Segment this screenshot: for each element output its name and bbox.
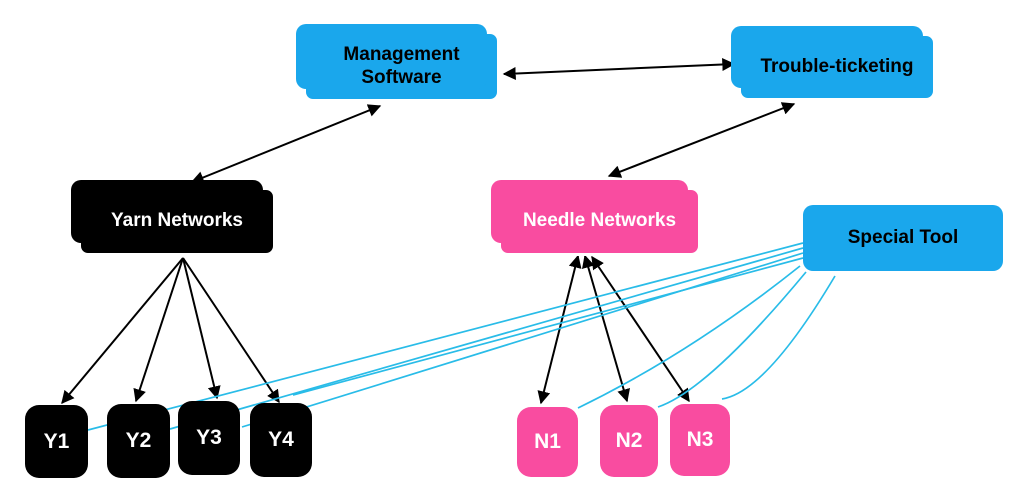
link-special-y3 [241,252,804,428]
node-special-tool: Special Tool [803,205,1003,271]
link-special-n2 [657,271,807,408]
node-trouble-ticketing-label: Trouble-ticketing [760,55,914,77]
node-n2: N2 [600,405,658,477]
edge-trouble-needle [607,102,796,178]
node-management-software: Management Software [296,24,500,102]
edge-management-trouble [502,58,736,80]
link-special-n1 [577,265,801,409]
node-y1-label: Y1 [43,429,70,453]
node-n1: N1 [517,407,578,477]
node-n1-label: N1 [534,430,561,454]
node-n2-label: N2 [615,429,643,453]
node-y4: Y4 [250,403,312,477]
node-n3: N3 [670,404,730,476]
link-special-y1 [87,242,804,431]
node-yarn-networks: Yarn Networks [71,180,276,256]
edge-needle-n3 [591,255,690,403]
link-special-y4 [292,257,804,396]
edge-yarn-y1 [61,257,184,404]
black-arrows-group [61,58,796,405]
node-management-software-label: Management Software [343,43,460,88]
cyan-links-group [87,242,836,431]
node-y3-label: Y3 [196,426,222,450]
node-y2: Y2 [107,404,170,478]
node-n3-label: N3 [686,428,714,452]
node-yarn-networks-label: Yarn Networks [111,210,243,232]
edge-yarn-y2 [133,257,184,403]
node-trouble-ticketing: Trouble-ticketing [731,26,936,101]
link-special-n3 [721,275,836,400]
node-needle-networks-label: Needle Networks [522,210,677,232]
link-special-y2 [169,247,804,430]
node-y3: Y3 [178,401,240,475]
node-y1: Y1 [25,405,88,478]
edge-needle-n1 [537,254,582,405]
node-y2-label: Y2 [125,429,152,453]
edge-yarn-y3 [182,257,221,400]
node-y4-label: Y4 [268,428,294,452]
edge-yarn-y4 [182,257,280,404]
node-special-tool-label: Special Tool [847,226,959,248]
edge-management-yarn [190,104,382,184]
node-needle-networks: Needle Networks [491,180,701,256]
